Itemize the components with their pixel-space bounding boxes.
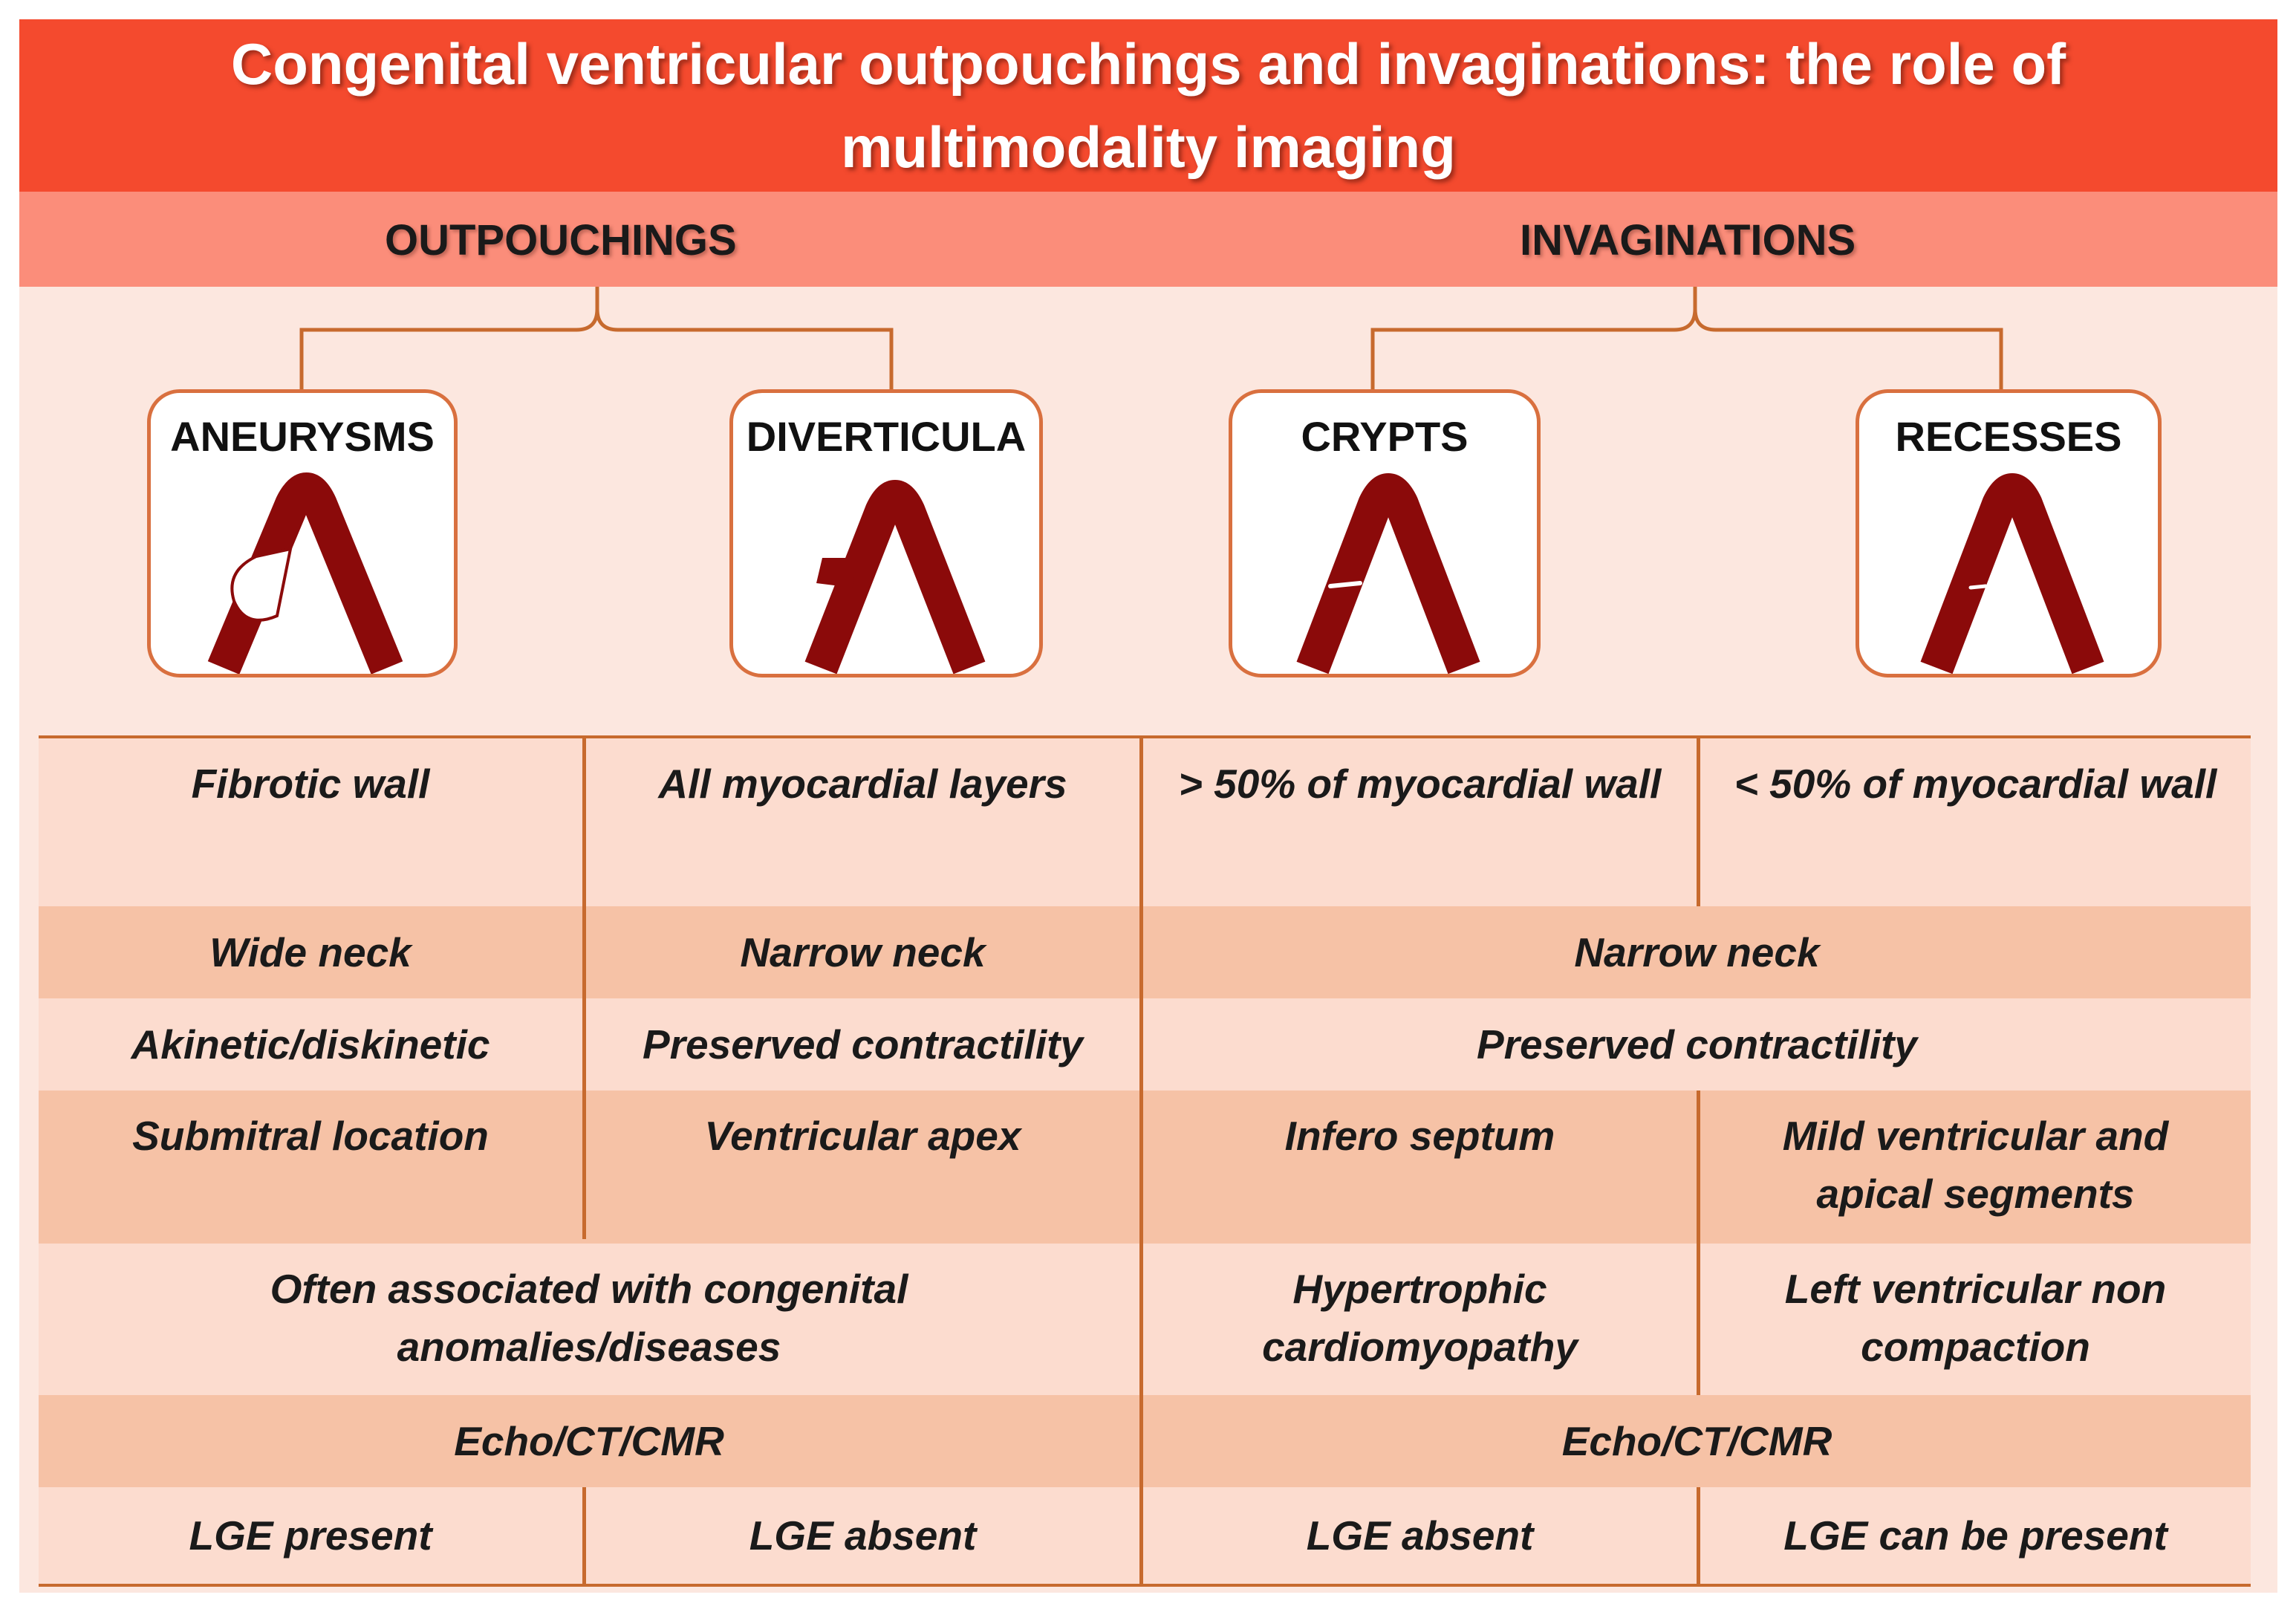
row-association-bg xyxy=(39,1244,2251,1395)
cell-contractility-diverticula: Preserved contractility xyxy=(642,1021,1084,1067)
invaginations-header: INVAGINATIONS xyxy=(1520,216,1856,264)
cell-location-recesses: Mild ventricular and apical segments xyxy=(1782,1113,2169,1217)
cell-association-outpouchings: Often associated with congenital anomali… xyxy=(270,1266,908,1370)
card-crypts: CRYPTS xyxy=(1229,389,1541,677)
cell-lge-crypts: LGE absent xyxy=(1306,1512,1534,1559)
outpouchings-connector xyxy=(299,287,894,389)
card-diverticula: DIVERTICULA xyxy=(729,389,1043,677)
table-top-border xyxy=(39,735,2251,738)
card-label-recesses: RECESSES xyxy=(1895,413,2122,460)
row-location-bg xyxy=(39,1091,2251,1244)
cell-location-crypts: Infero septum xyxy=(1284,1113,1555,1159)
invaginations-connector xyxy=(1370,287,2003,389)
row-neck-bg xyxy=(39,906,2251,998)
card-label-aneurysms: ANEURYSMS xyxy=(170,413,435,460)
card-label-crypts: CRYPTS xyxy=(1301,413,1469,460)
card-label-diverticula: DIVERTICULA xyxy=(746,413,1027,460)
cell-lge-aneurysms: LGE present xyxy=(189,1512,432,1559)
aneurysm-wall-icon xyxy=(207,472,403,674)
cell-association-crypts: Hypertrophic cardiomyopathy xyxy=(1262,1266,1578,1370)
divider-out-2 xyxy=(582,1487,586,1584)
diverticulum-wall-icon xyxy=(804,480,986,674)
cell-contractility-invaginations: Preserved contractility xyxy=(1476,1021,1918,1067)
group-header-band: OUTPOUCHINGS INVAGINATIONS xyxy=(19,192,2277,287)
cell-location-aneurysms: Submitral location xyxy=(132,1113,489,1159)
cell-imaging-invaginations: Echo/CT/CMR xyxy=(1561,1418,1832,1464)
row-contractility-bg xyxy=(39,998,2251,1091)
cell-location-diverticula: Ventricular apex xyxy=(704,1113,1021,1159)
cell-association-recesses: Left ventricular non compaction xyxy=(1784,1266,2167,1370)
card-recesses: RECESSES xyxy=(1856,389,2162,677)
cell-wall-aneurysms: Fibrotic wall xyxy=(191,761,430,807)
title-bar: Congenital ventricular outpouchings and … xyxy=(19,19,2277,192)
page-title: Congenital ventricular outpouchings and … xyxy=(230,31,2066,180)
cell-contractility-aneurysms: Akinetic/diskinetic xyxy=(131,1021,490,1067)
cell-neck-aneurysms: Wide neck xyxy=(209,929,412,975)
tree-connectors xyxy=(299,287,2003,389)
divider-out-1 xyxy=(582,738,586,1239)
cell-lge-recesses: LGE can be present xyxy=(1783,1512,2167,1559)
cell-lge-diverticula: LGE absent xyxy=(749,1512,977,1559)
table-bottom-border xyxy=(39,1584,2251,1587)
cell-neck-invaginations: Narrow neck xyxy=(1574,929,1820,975)
divider-inv-1 xyxy=(1697,738,1700,906)
row-lge-bg xyxy=(39,1487,2251,1584)
cell-neck-diverticula: Narrow neck xyxy=(740,929,986,975)
card-aneurysms: ANEURYSMS xyxy=(147,389,458,677)
divider-inv-2 xyxy=(1697,1091,1700,1395)
cell-wall-recesses: < 50% of myocardial wall xyxy=(1734,761,2217,807)
outpouchings-header: OUTPOUCHINGS xyxy=(385,216,737,264)
infographic-frame: Congenital ventricular outpouchings and … xyxy=(19,19,2277,1593)
crypt-wall-icon xyxy=(1296,473,1480,674)
recess-wall-icon xyxy=(1920,473,2104,674)
row-imaging-bg xyxy=(39,1395,2251,1487)
cell-wall-crypts: > 50% of myocardial wall xyxy=(1178,761,1662,807)
divider-inv-3 xyxy=(1697,1487,1700,1584)
divider-center xyxy=(1139,738,1143,1584)
cell-imaging-outpouchings: Echo/CT/CMR xyxy=(454,1418,724,1464)
cell-wall-diverticula: All myocardial layers xyxy=(658,761,1067,807)
row-wall-bg xyxy=(39,738,2251,906)
